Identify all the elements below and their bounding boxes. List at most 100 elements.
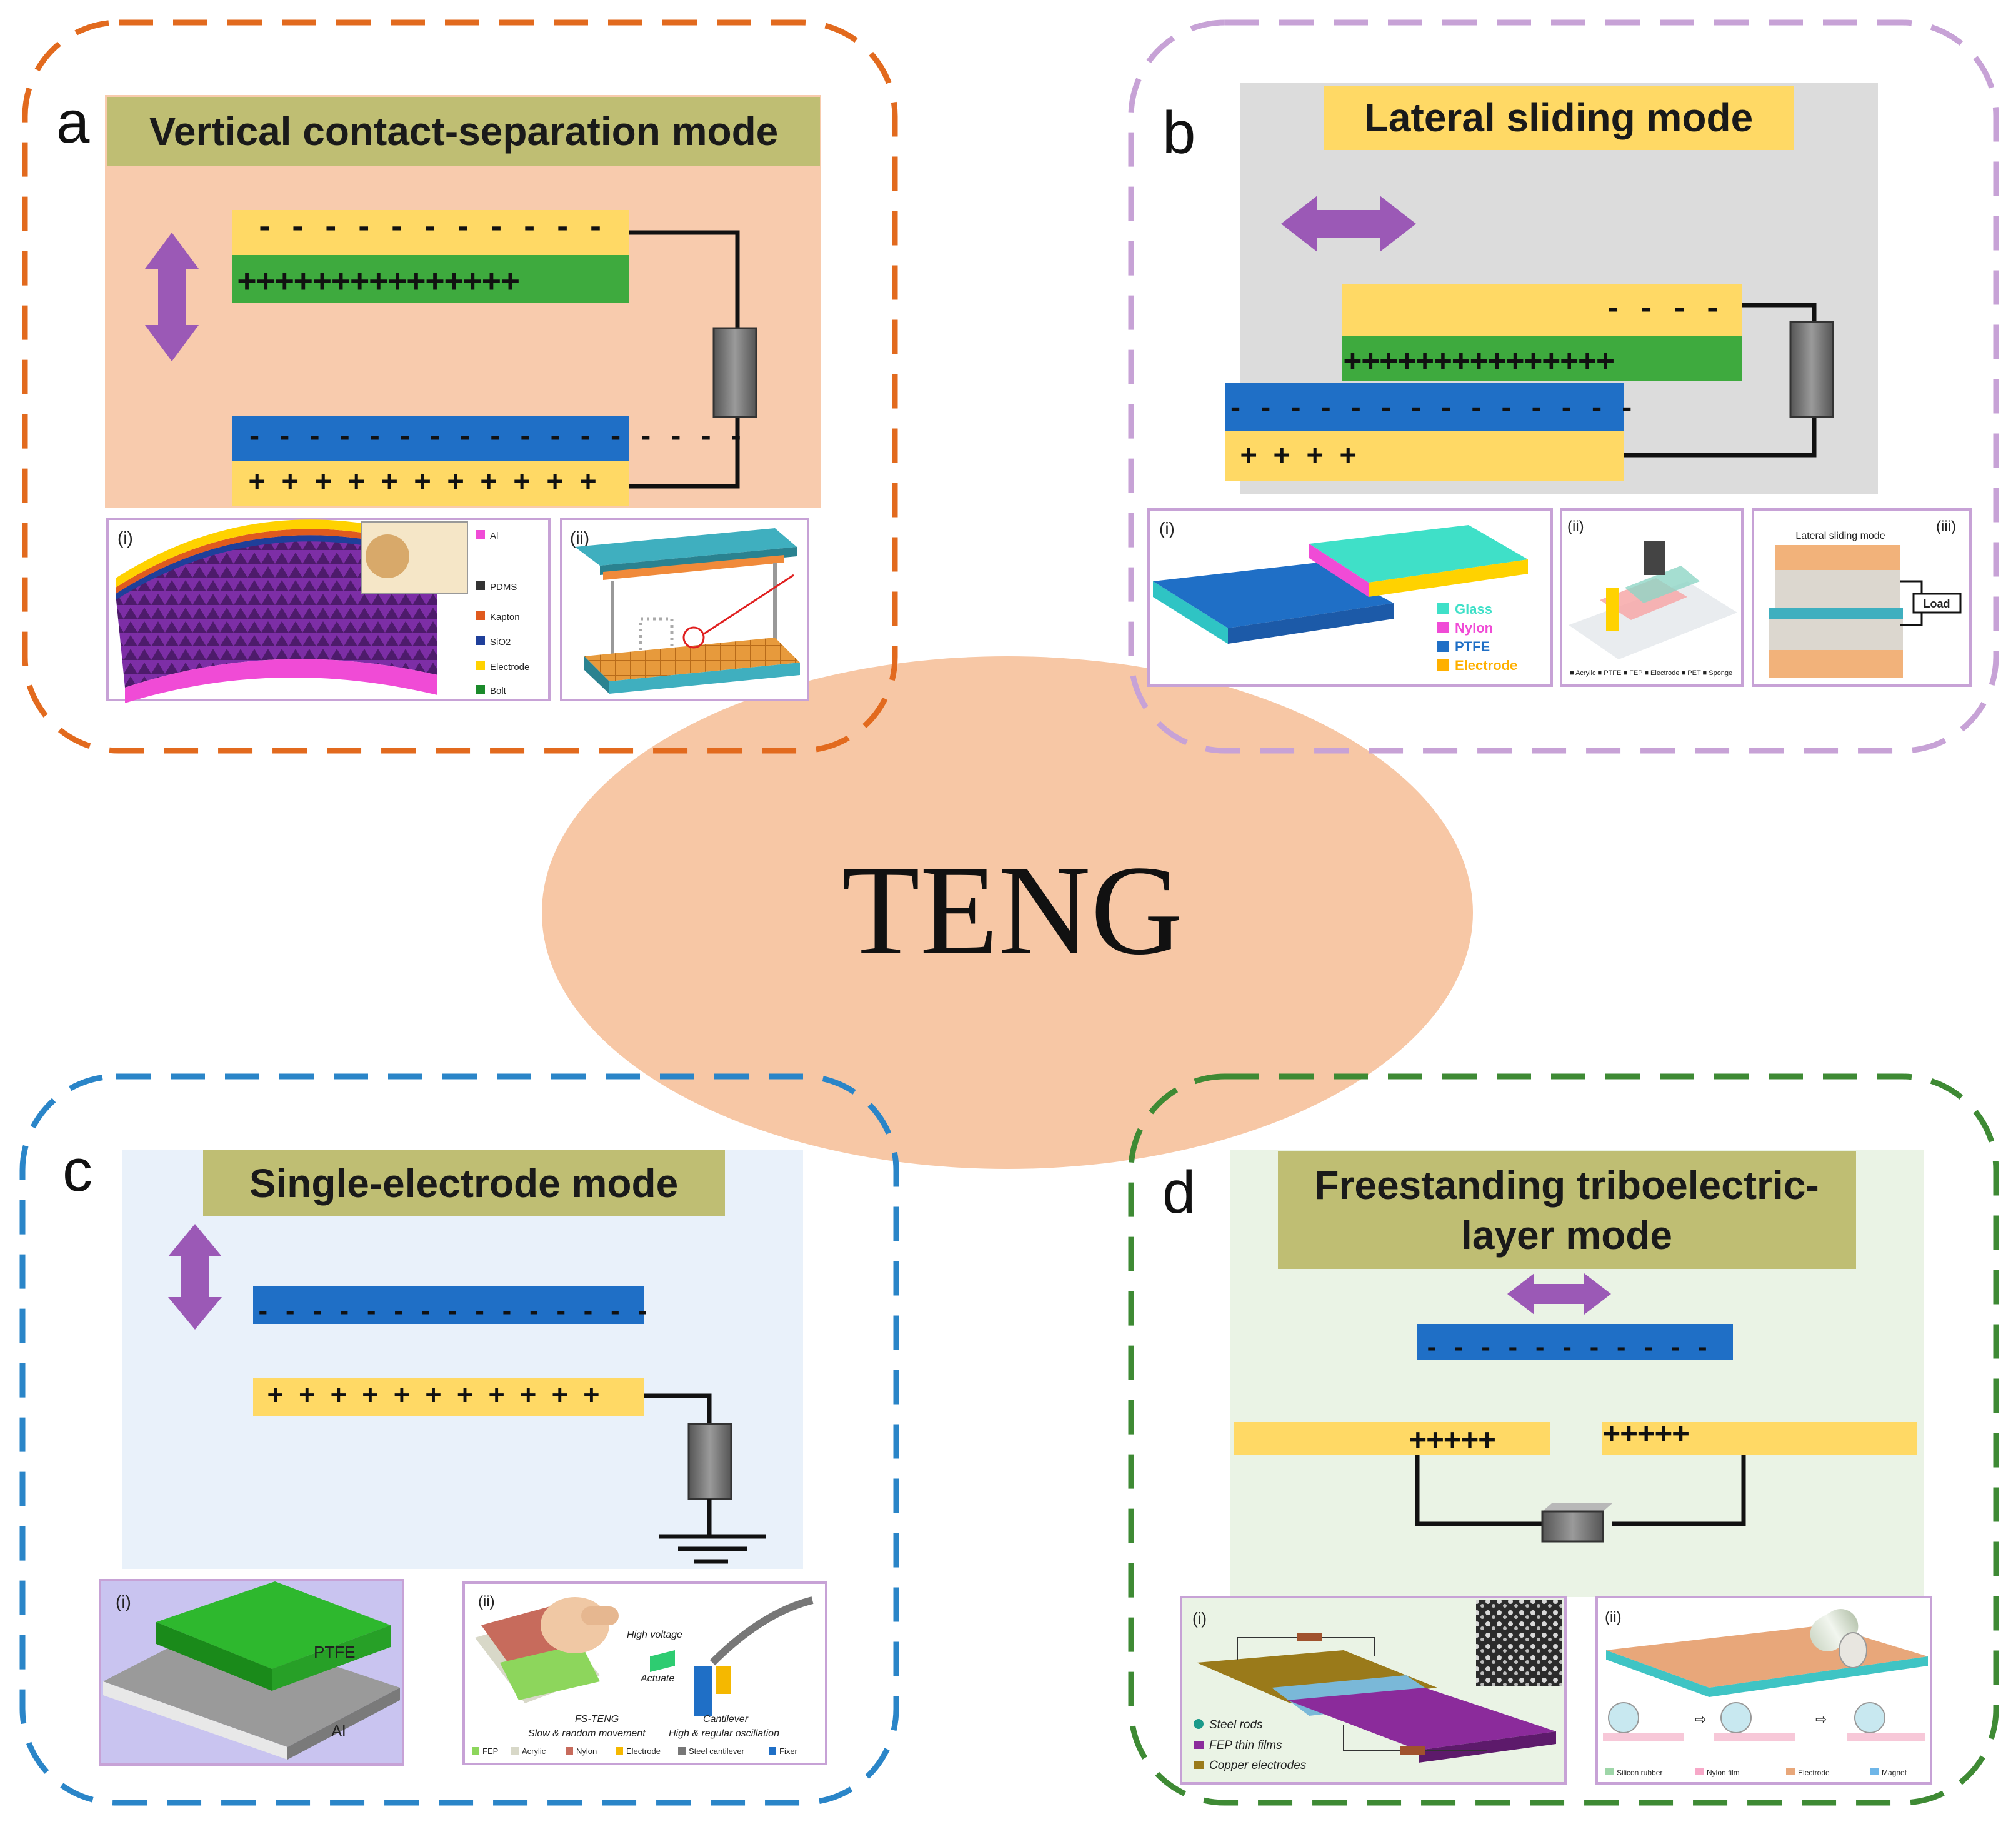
svg-text:■ Acrylic ■ PTFE ■ FEP ■ Elect: ■ Acrylic ■ PTFE ■ FEP ■ Electrode ■ PET…: [1570, 669, 1732, 677]
panel-a-legend: Al PDMS Kapton SiO2 Electrode Bolt: [476, 530, 529, 696]
panel-a-wire: [629, 230, 740, 331]
panel-a-top-electrode: [232, 210, 629, 255]
panel-d-left-electrode: [1234, 1422, 1550, 1455]
panel-a: a Vertical contact-separation mode - - -…: [22, 19, 898, 754]
panel-a-bottom-positive: + + + + + + + + + + +: [249, 465, 596, 497]
panel-a-bottom-tribo-layer: [232, 416, 629, 461]
panel-b-wire-bottom: [1624, 416, 1817, 458]
panel-d-left-positive: +++++: [1409, 1422, 1495, 1456]
panel-d-legend-i: Steel rods FEP thin films Copper electro…: [1194, 1718, 1307, 1772]
panel-b-border: [1128, 19, 1999, 754]
center-label: TENG: [842, 839, 1184, 981]
panel-d-right-positive: +++++: [1603, 1416, 1689, 1450]
panel-d-legend-ii: Silicon rubber Nylon film Electrode Magn…: [1605, 1768, 1907, 1777]
panel-b-top-positive: +++++++++++++++: [1344, 343, 1614, 378]
legend-ptfe: PTFE: [1455, 639, 1490, 654]
panel-c: c Single-electrode mode - - - - - - - - …: [19, 1073, 899, 1806]
panel-d-inset-ii: [1595, 1596, 1932, 1785]
panel-a-inset-i-label: (i): [117, 528, 133, 548]
panel-a-bottom-negative: - - - - - - - - - - - - - - - - -: [247, 423, 744, 451]
panel-b-bottom-tribo-layer: [1225, 383, 1624, 431]
legend-steel-cantilever: Steel cantilever: [689, 1746, 745, 1756]
panel-c-border: [19, 1073, 899, 1806]
panel-d-title-line2: layer mode: [1461, 1213, 1672, 1258]
panel-b-letter: b: [1162, 99, 1195, 166]
panel-c-tribo-layer: [253, 1286, 644, 1324]
curved-layers-illustration: [116, 519, 437, 703]
legend-electrode-d: Electrode: [1798, 1768, 1830, 1777]
panel-a-top-tribo-layer: [232, 255, 629, 303]
panel-d-sem-image: [1476, 1600, 1562, 1686]
sliding-plates-illustration: [1153, 525, 1528, 644]
panel-b-inset-ii-label: (ii): [1567, 518, 1584, 535]
ground-icon: [659, 1534, 766, 1564]
legend-kapton: Kapton: [490, 612, 520, 623]
panel-a-inset-photo-disc: [366, 534, 409, 578]
panel-d-wire-right: [1612, 1455, 1746, 1526]
panel-a-bottom-electrode: [232, 461, 629, 506]
panel-c-title-box: [203, 1150, 725, 1216]
panel-c-load: [687, 1423, 732, 1500]
panel-b-inset-iii-title: Lateral sliding mode: [1795, 531, 1885, 541]
legend-fixer: Fixer: [779, 1746, 798, 1756]
legend-nylon: Nylon: [1455, 620, 1493, 636]
legend-silicon-rubber: Silicon rubber: [1617, 1768, 1662, 1777]
panel-c-title: Single-electrode mode: [249, 1161, 678, 1206]
panel-a-load: [712, 327, 757, 418]
legend-glass: Glass: [1455, 601, 1492, 617]
legend-sio2: SiO2: [490, 637, 511, 648]
panel-b-top-tribo-layer: [1342, 336, 1742, 381]
panel-d-negative: - - - - - - - - - - -: [1425, 1335, 1709, 1361]
legend-fep: FEP: [482, 1746, 498, 1756]
layered-block-illustration: [1769, 545, 1962, 678]
panel-c-osc: High & regular oscillation: [669, 1728, 779, 1739]
panel-d-right-electrode: [1602, 1422, 1917, 1455]
panel-a-title-box: [107, 97, 820, 166]
panel-b-bottom-negative: - - - - - - - - - - - - - -: [1228, 394, 1634, 423]
legend-electrode: Electrode: [490, 662, 529, 673]
legend-nylon-film: Nylon film: [1707, 1768, 1740, 1777]
panel-b: b Lateral sliding mode - - - - +++++++++…: [1128, 19, 1999, 754]
panel-a-top-negative: - - - - - - - - - - -: [256, 211, 604, 243]
legend-electrode-b: Electrode: [1455, 658, 1517, 673]
panel-d-wire: [1415, 1455, 1542, 1526]
panel-a-wire-bottom: [629, 416, 740, 489]
panel-b-bottom-electrode: [1225, 431, 1624, 481]
panel-a-border: [22, 19, 898, 754]
panel-c-fs-teng: FS-TENG: [575, 1714, 619, 1725]
panel-c-cantilever: Cantilever: [703, 1714, 749, 1725]
panel-c-negative: - - - - - - - - - - - - - - -: [256, 1299, 649, 1325]
panel-a-letter: a: [56, 89, 90, 156]
ptfe-al-illustration: [103, 1581, 400, 1760]
svg-text:⇨: ⇨: [1695, 1711, 1706, 1727]
panel-d-border: [1128, 1073, 1999, 1806]
legend-steel-rods: Steel rods: [1209, 1718, 1263, 1731]
legend-fep-films: FEP thin films: [1209, 1739, 1282, 1752]
panel-c-inset-ii-label: (ii): [478, 1593, 495, 1610]
panel-c-al-label: Al: [331, 1721, 346, 1740]
spring-plate-illustration: [575, 528, 800, 694]
panel-a-inset-ii-label: (ii): [570, 528, 589, 548]
panel-c-slow: Slow & random movement: [528, 1728, 646, 1739]
panel-c-inset-i-label: (i): [116, 1592, 131, 1611]
legend-pdms: PDMS: [490, 582, 517, 593]
panel-c-high-voltage: High voltage: [627, 1630, 682, 1640]
legend-bolt: Bolt: [490, 686, 507, 696]
panel-b-inset-iii-label: (iii): [1936, 518, 1956, 535]
panel-a-top-positive: +++++++++++++++: [237, 263, 520, 299]
panel-c-electrode: [253, 1378, 644, 1416]
panel-b-top-electrode: [1342, 284, 1742, 336]
center-ellipse: [542, 656, 1473, 1169]
panel-c-ptfe-label: PTFE: [314, 1643, 355, 1661]
panel-c-letter: c: [62, 1137, 92, 1204]
legend-nylon-c: Nylon: [576, 1746, 597, 1756]
panel-c-wire: [644, 1393, 712, 1425]
panel-b-title: Lateral sliding mode: [1364, 95, 1753, 140]
panel-a-title: Vertical contact-separation mode: [149, 109, 779, 154]
fs-teng-illustration: [475, 1596, 814, 1716]
panel-b-legend: Glass Nylon PTFE Electrode: [1437, 601, 1517, 673]
panel-d-inset-ii-label: (ii): [1605, 1609, 1622, 1626]
panel-b-title-box: [1324, 86, 1794, 150]
panel-d-title-box: [1278, 1151, 1856, 1269]
horizontal-double-arrow-icon: [1507, 1273, 1611, 1315]
